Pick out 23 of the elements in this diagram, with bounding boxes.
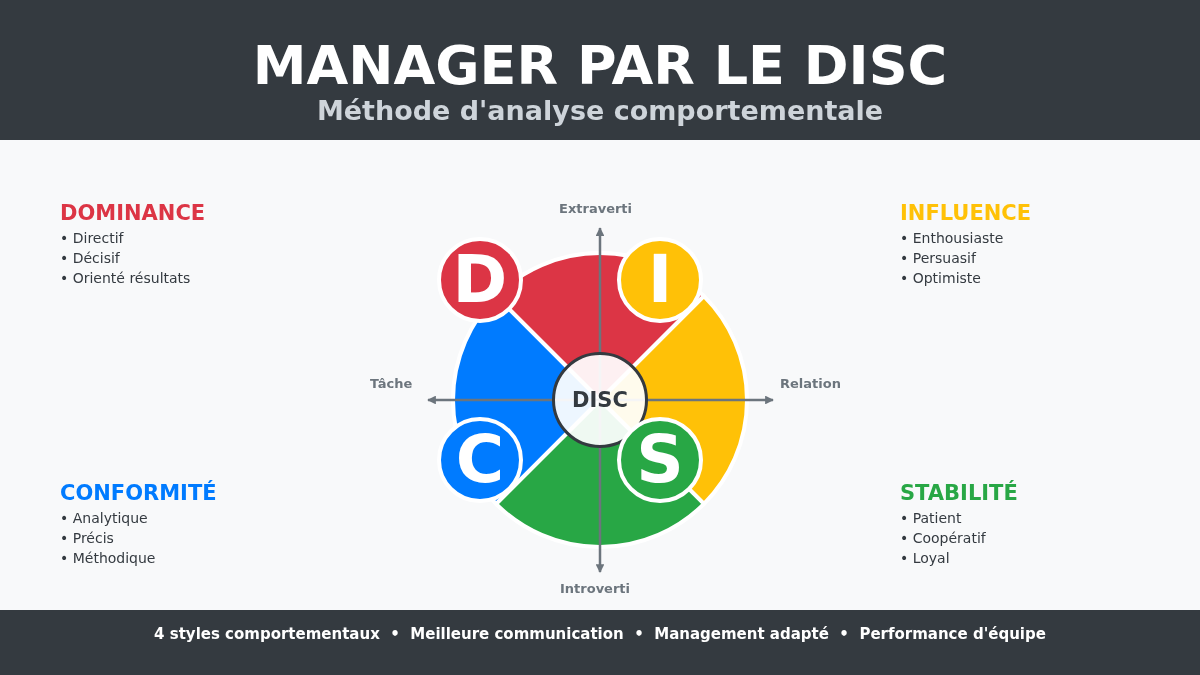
letter-circle: I: [617, 237, 703, 323]
axis-label: Introverti: [560, 581, 631, 597]
axis-label: Tâche: [370, 376, 413, 392]
axis-label: Extraverti: [559, 201, 633, 217]
list-item: • Coopératif: [900, 529, 987, 548]
list-item: • Enthousiaste: [900, 229, 1005, 248]
section-heading: INFLUENCE: [900, 200, 1032, 226]
footer-text: 4 styles comportementaux • Meilleure communication • Management adapté • Performance d'équipe: [153, 624, 1047, 644]
list-item: • Patient: [900, 509, 963, 528]
section-heading: STABILITÉ: [900, 480, 1018, 506]
list-item: • Optimiste: [900, 269, 982, 288]
list-item: • Méthodique: [60, 549, 157, 568]
list-item: • Précis: [60, 529, 115, 548]
list-item: • Orienté résultats: [60, 269, 192, 288]
letter-circle: D: [437, 237, 523, 323]
list-item: • Décisif: [60, 249, 121, 268]
list-item: • Analytique: [60, 509, 149, 528]
section-heading: CONFORMITÉ: [60, 480, 217, 506]
list-item: • Loyal: [900, 549, 951, 568]
axis-label: Relation: [780, 376, 841, 392]
list-item: • Directif: [60, 229, 125, 248]
list-item: • Persuasif: [900, 249, 978, 268]
section-heading: DOMINANCE: [60, 200, 206, 226]
